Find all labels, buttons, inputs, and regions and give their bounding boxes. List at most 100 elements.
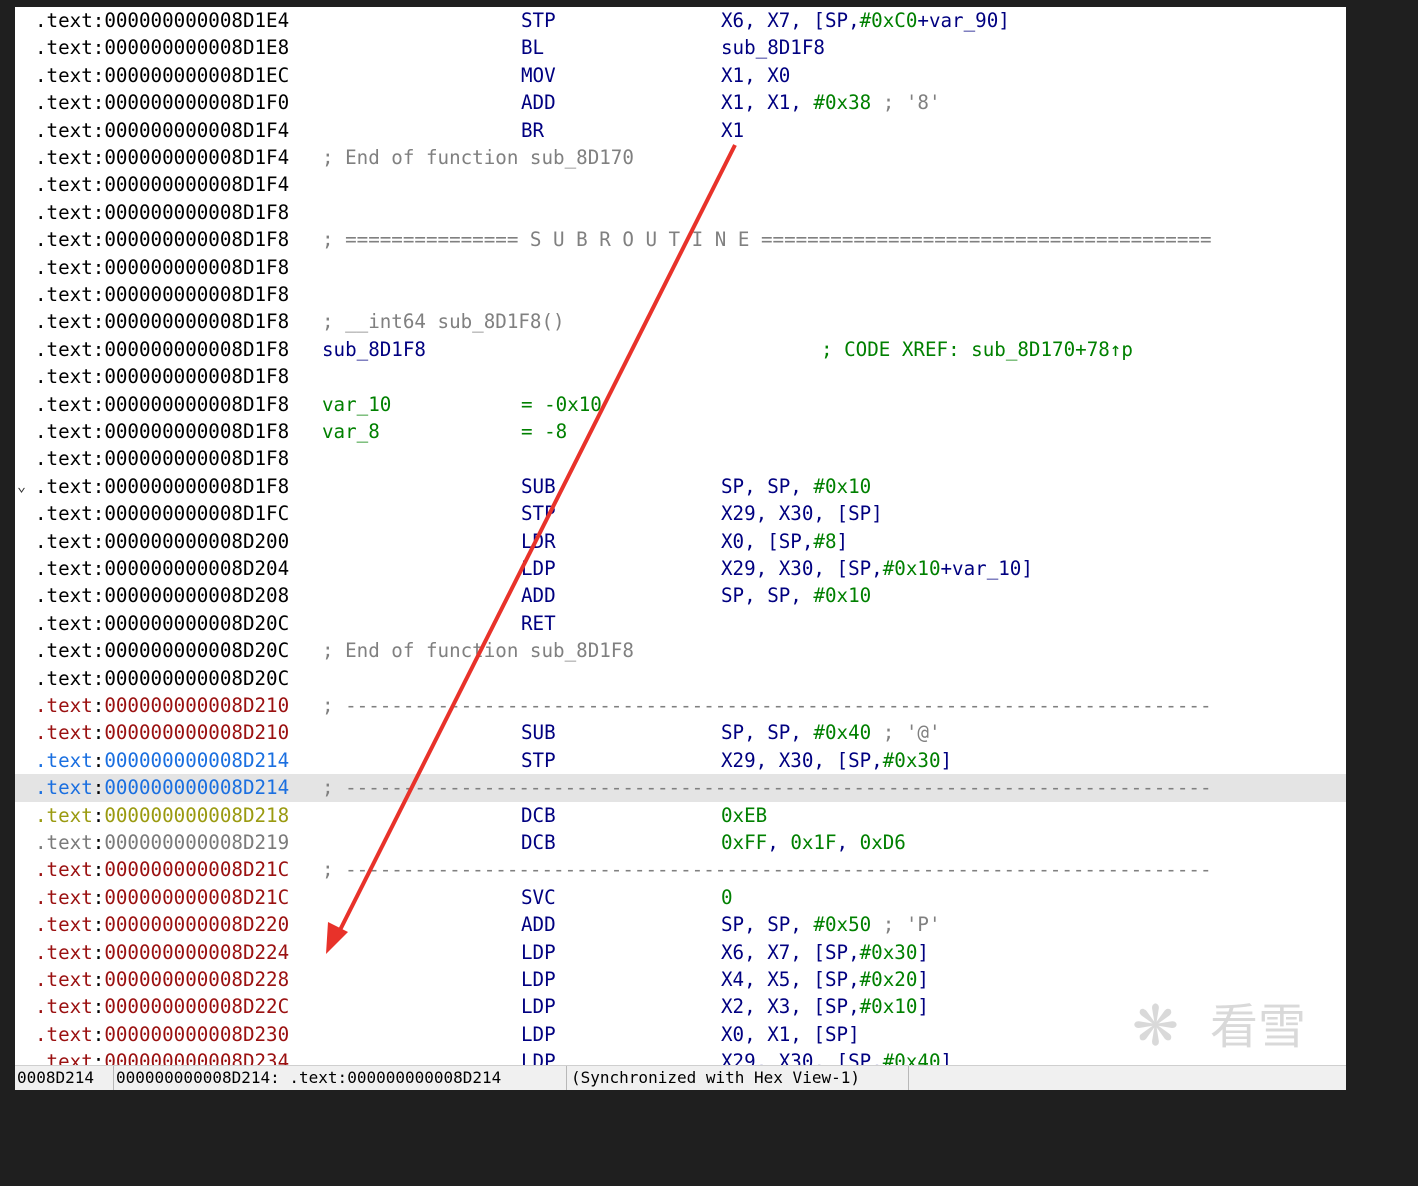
line-address[interactable]: .text:000000000008D1F8 [35, 391, 289, 418]
instruction-operands[interactable]: X29, X30, [SP,#0x30] [721, 747, 952, 774]
instruction-mnemonic[interactable]: DCB [521, 803, 556, 827]
line-address[interactable]: .text:000000000008D208 [35, 582, 289, 609]
listing-line[interactable]: .text:000000000008D1F8 [15, 254, 1346, 281]
function-name-label[interactable]: sub_8D1F8 [322, 337, 426, 361]
instruction-operands[interactable]: X6, X7, [SP,#0x30] [721, 939, 929, 966]
instruction-mnemonic[interactable]: ADD [521, 91, 556, 115]
listing-line[interactable]: .text:000000000008D1F8; =============== … [15, 226, 1346, 253]
instruction-operands[interactable]: SP, SP, #0x10 [721, 473, 871, 500]
instruction-mnemonic[interactable]: LDP [521, 940, 556, 964]
listing-line[interactable]: .text:000000000008D214 STP X29, X30, [SP,#… [15, 747, 1346, 774]
listing-line[interactable]: .text:000000000008D210; ----------------… [15, 692, 1346, 719]
listing-line[interactable]: .text:000000000008D1F8 [15, 445, 1346, 472]
line-address[interactable]: .text:000000000008D1F4 [35, 144, 289, 171]
listing-line[interactable]: .text:000000000008D200 LDR X0, [SP,#8] [15, 528, 1346, 555]
instruction-mnemonic[interactable]: LDP [521, 557, 556, 580]
line-address[interactable]: .text:000000000008D1F4 [35, 171, 289, 198]
listing-line[interactable]: .text:000000000008D230 LDP X0, X1, [SP] [15, 1021, 1346, 1048]
instruction-mnemonic[interactable]: MOV [521, 63, 556, 87]
instruction-operands[interactable]: X1, X0 [721, 62, 790, 89]
instruction-mnemonic[interactable]: BR [521, 118, 545, 142]
instruction-operands[interactable]: X0, X1, [SP] [721, 1021, 860, 1048]
line-address[interactable]: .text:000000000008D1F8 [35, 254, 289, 281]
line-address[interactable]: .text:000000000008D20C [35, 665, 289, 692]
instruction-operands[interactable]: X1, X1, #0x38 ; '8' [721, 89, 941, 116]
instruction-operands[interactable]: SP, SP, #0x40 ; '@' [721, 719, 941, 746]
instruction-mnemonic[interactable]: BL [521, 36, 545, 60]
instruction-operands[interactable]: SP, SP, #0x10 [721, 582, 871, 609]
instruction-mnemonic[interactable]: DCB [521, 831, 556, 854]
instruction-mnemonic[interactable]: LDP [521, 995, 556, 1019]
line-address[interactable]: .text:000000000008D1F8 [35, 199, 289, 226]
line-address[interactable]: .text:000000000008D1F8 [35, 473, 289, 500]
stack-var-name[interactable]: var_8 [322, 420, 380, 443]
line-address[interactable]: .text:000000000008D210 [35, 692, 289, 719]
instruction-operands[interactable]: 0xFF, 0x1F, 0xD6 [721, 829, 906, 856]
line-address[interactable]: .text:000000000008D214 [35, 747, 289, 774]
line-address[interactable]: .text:000000000008D234 [35, 1048, 289, 1065]
line-address[interactable]: .text:000000000008D214 [35, 774, 289, 801]
instruction-mnemonic[interactable]: STP [521, 502, 556, 526]
instruction-mnemonic[interactable]: LDP [521, 1022, 556, 1046]
instruction-operands[interactable]: 0xEB [721, 802, 767, 829]
instruction-mnemonic[interactable]: ADD [521, 584, 556, 608]
line-address[interactable]: .text:000000000008D1F8 [35, 226, 289, 253]
line-address[interactable]: .text:000000000008D21C [35, 884, 289, 911]
line-address[interactable]: .text:000000000008D204 [35, 555, 289, 582]
instruction-mnemonic[interactable]: RET [521, 611, 556, 635]
instruction-operands[interactable]: 0 [721, 884, 733, 911]
instruction-operands[interactable]: X29, X30, [SP,#0x40] [721, 1048, 952, 1065]
line-address[interactable]: .text:000000000008D230 [35, 1021, 289, 1048]
line-address[interactable]: .text:000000000008D20C [35, 610, 289, 637]
line-address[interactable]: .text:000000000008D210 [35, 719, 289, 746]
line-address[interactable]: .text:000000000008D1F8 [35, 281, 289, 308]
instruction-operands[interactable]: X1 [721, 117, 744, 144]
listing-line[interactable]: .text:000000000008D1F4 [15, 171, 1346, 198]
listing-line[interactable]: ⌄ .text:000000000008D1F8 SUB SP, SP, #0x10 [15, 473, 1346, 500]
instruction-mnemonic[interactable]: SUB [521, 721, 556, 745]
listing-line[interactable]: .text:000000000008D21C; ----------------… [15, 856, 1346, 883]
instruction-mnemonic[interactable]: STP [521, 748, 556, 772]
line-address[interactable]: .text:000000000008D224 [35, 939, 289, 966]
instruction-operands[interactable]: X4, X5, [SP,#0x20] [721, 966, 929, 993]
instruction-operands[interactable]: X0, [SP,#8] [721, 528, 848, 555]
instruction-mnemonic[interactable]: SUB [521, 474, 556, 498]
line-address[interactable]: .text:000000000008D1E4 [35, 7, 289, 34]
listing-line[interactable]: .text:000000000008D1F8 [15, 199, 1346, 226]
chevron-down-icon[interactable]: ⌄ [17, 476, 27, 495]
line-address[interactable]: .text:000000000008D1F8 [35, 418, 289, 445]
line-address[interactable]: .text:000000000008D1F8 [35, 336, 289, 363]
instruction-mnemonic[interactable]: LDR [521, 529, 556, 553]
listing-line[interactable]: .text:000000000008D224 LDP X6, X7, [SP,#0x… [15, 939, 1346, 966]
line-address[interactable]: .text:000000000008D1EC [35, 62, 289, 89]
listing-line[interactable]: .text:000000000008D20C [15, 665, 1346, 692]
listing-line[interactable]: .text:000000000008D1EC MOV X1, X0 [15, 62, 1346, 89]
listing-line[interactable]: .text:000000000008D204 LDP X29, X30, [SP,#… [15, 555, 1346, 582]
instruction-mnemonic[interactable]: ADD [521, 913, 556, 937]
listing-line[interactable]: .text:000000000008D1F4; End of function … [15, 144, 1346, 171]
instruction-operands[interactable]: X29, X30, [SP,#0x10+var_10] [721, 555, 1033, 582]
listing-line[interactable]: .text:000000000008D1F8 [15, 281, 1346, 308]
line-address[interactable]: .text:000000000008D200 [35, 528, 289, 555]
instruction-operands[interactable]: sub_8D1F8 [721, 34, 825, 61]
line-address[interactable]: .text:000000000008D1F8 [35, 308, 289, 335]
instruction-operands[interactable]: X6, X7, [SP,#0xC0+var_90] [721, 7, 1010, 34]
listing-line[interactable]: .text:000000000008D20C RET [15, 610, 1346, 637]
instruction-mnemonic[interactable]: LDP [521, 968, 556, 991]
line-address[interactable]: .text:000000000008D20C [35, 637, 289, 664]
instruction-operands[interactable]: SP, SP, #0x50 ; 'P' [721, 911, 941, 938]
line-address[interactable]: .text:000000000008D1FC [35, 500, 289, 527]
listing-line[interactable]: .text:000000000008D1F8; __int64 sub_8D1F… [15, 308, 1346, 335]
listing-line[interactable]: .text:000000000008D1F8 [15, 363, 1346, 390]
line-address[interactable]: .text:000000000008D1F8 [35, 363, 289, 390]
line-address[interactable]: .text:000000000008D1F8 [35, 445, 289, 472]
